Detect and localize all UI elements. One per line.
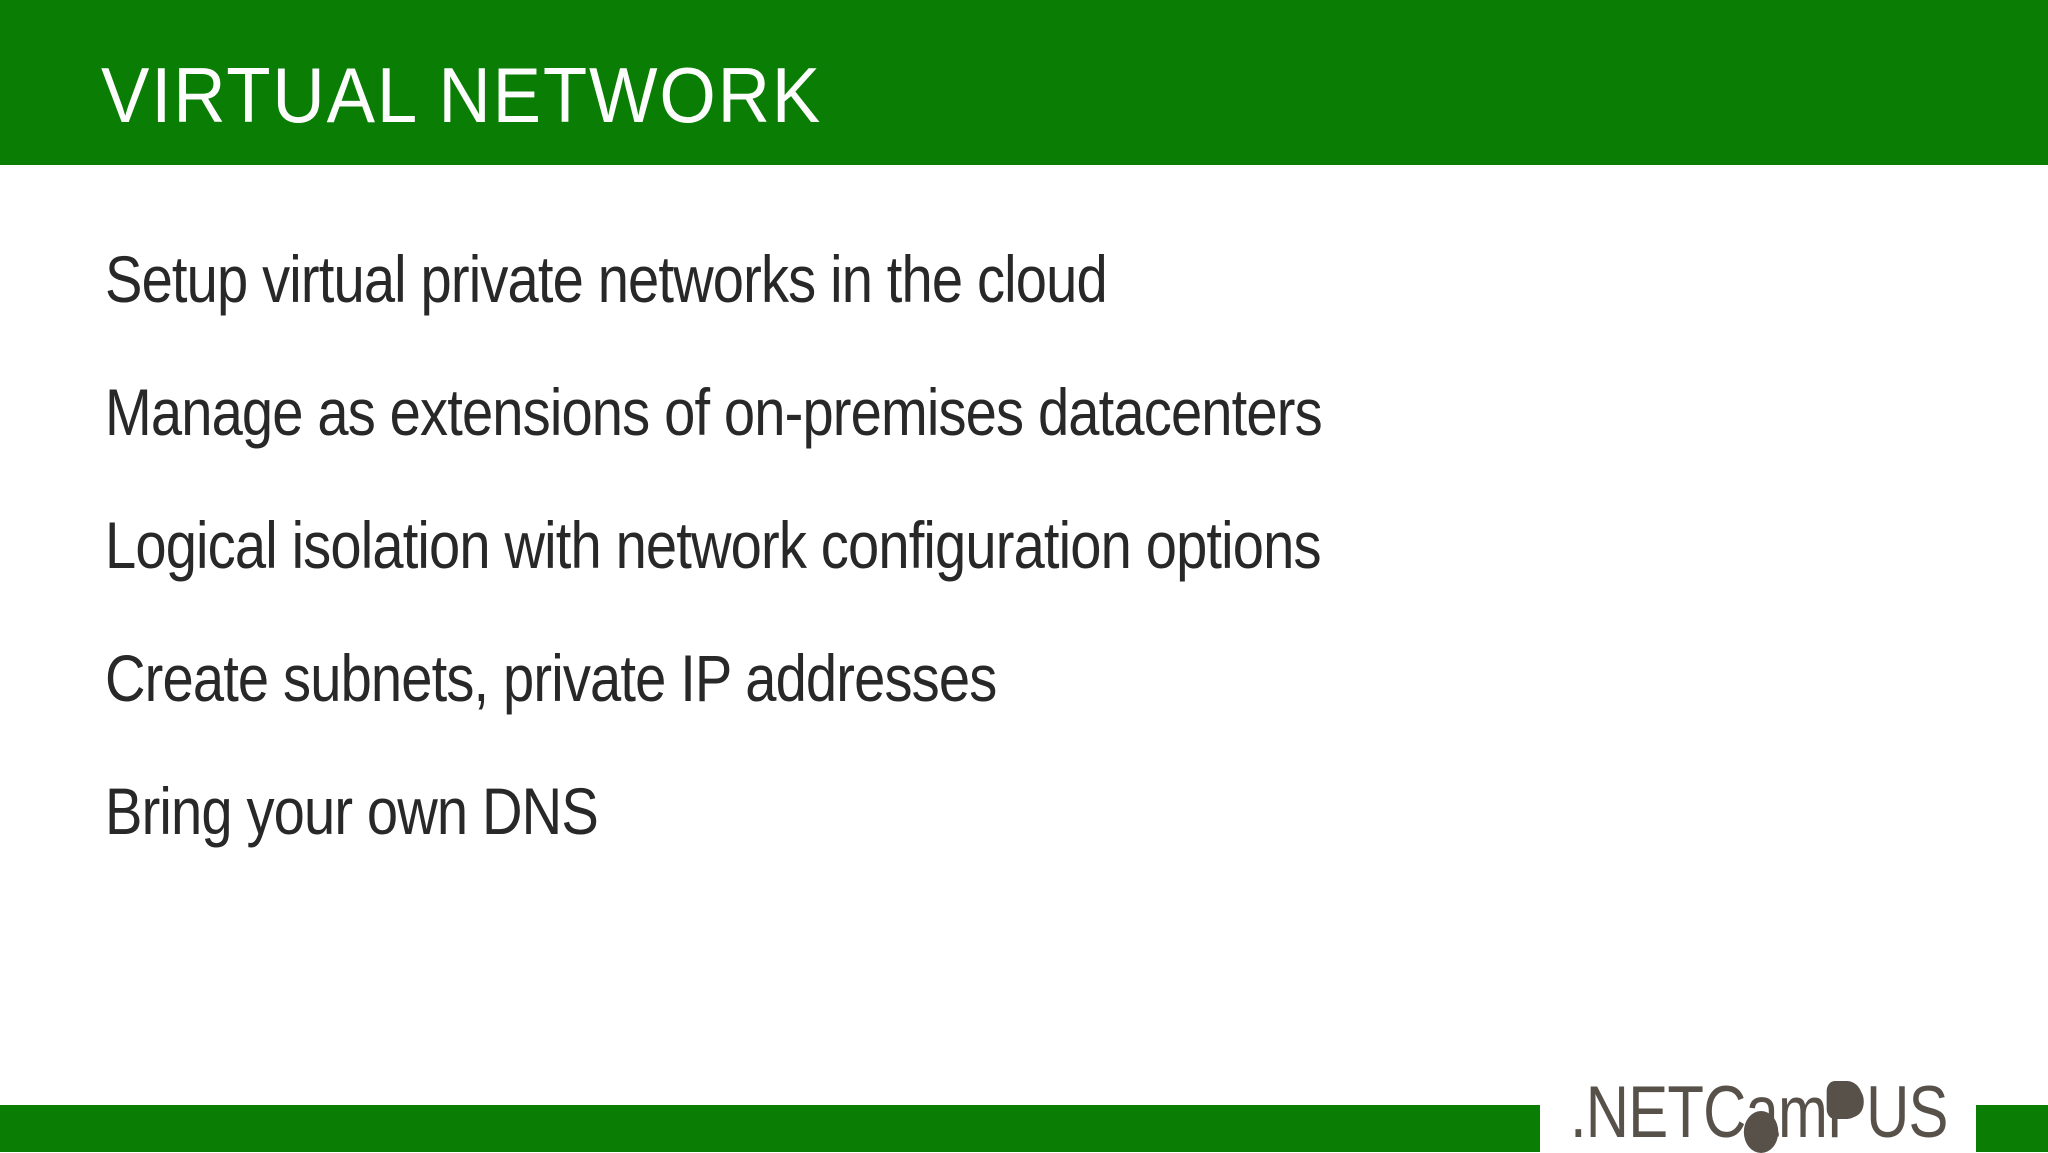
bullet-line: Manage as extensions of on-premises data…: [105, 374, 1323, 449]
netcampus-logo: .NETCamPUS: [1570, 1072, 1948, 1153]
bullet-line: Setup virtual private networks in the cl…: [105, 241, 1108, 316]
logo-text-prefix: .NETC: [1570, 1072, 1746, 1153]
logo-letter-p: P: [1827, 1072, 1867, 1153]
bullet-line: Bring your own DNS: [105, 773, 599, 848]
logo-box: .NETCamPUS: [1540, 1040, 1976, 1153]
logo-letter-a: a: [1743, 1072, 1779, 1153]
bullet-line: Logical isolation with network configura…: [105, 507, 1322, 582]
logo-letter-m: m: [1777, 1072, 1828, 1153]
logo-text-suffix: US: [1866, 1072, 1948, 1153]
header-bar: VIRTUAL NETWORK: [0, 0, 2048, 165]
bullet-line: Create subnets, private IP addresses: [105, 640, 997, 715]
page-title: VIRTUAL NETWORK: [101, 51, 823, 139]
content-area: Setup virtual private networks in the cl…: [105, 212, 1905, 877]
